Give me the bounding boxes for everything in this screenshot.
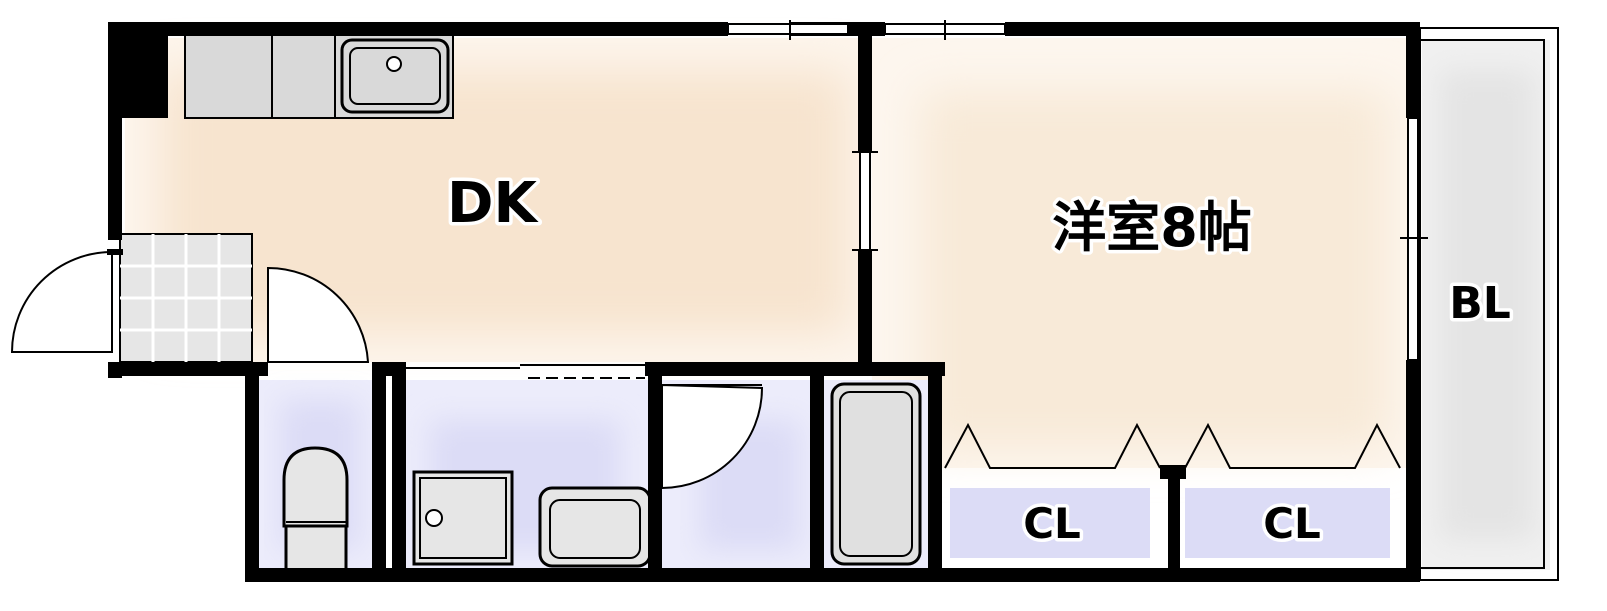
room-label-dk: DK <box>447 171 539 236</box>
room-label-closet-left: CL <box>1023 499 1081 548</box>
toilet <box>282 446 349 572</box>
bathtub <box>830 382 922 566</box>
walls <box>108 22 1420 582</box>
balcony-floor <box>1422 40 1550 570</box>
room-label-closet-right: CL <box>1263 499 1321 548</box>
closet-floors <box>950 488 1390 558</box>
kitchen-counter <box>184 32 454 119</box>
top-window <box>727 20 1006 40</box>
room-label-balcony: BL <box>1449 278 1511 329</box>
bathroom-door <box>661 383 764 490</box>
closet-doors <box>944 422 1401 469</box>
sink <box>340 38 450 114</box>
right-window <box>1400 117 1428 361</box>
entrance-door <box>10 249 123 353</box>
western-room-floor <box>872 38 1407 468</box>
room-label-western-room: 洋室8帖 <box>1052 196 1252 259</box>
washroom-sliding-door <box>405 364 645 379</box>
interior-sliding-door <box>852 151 878 251</box>
wash-basin <box>538 486 652 568</box>
balcony-rail <box>1419 27 1559 581</box>
entrance-tiles <box>119 233 253 363</box>
washer-pan <box>412 470 514 566</box>
toilet-door <box>267 266 370 363</box>
